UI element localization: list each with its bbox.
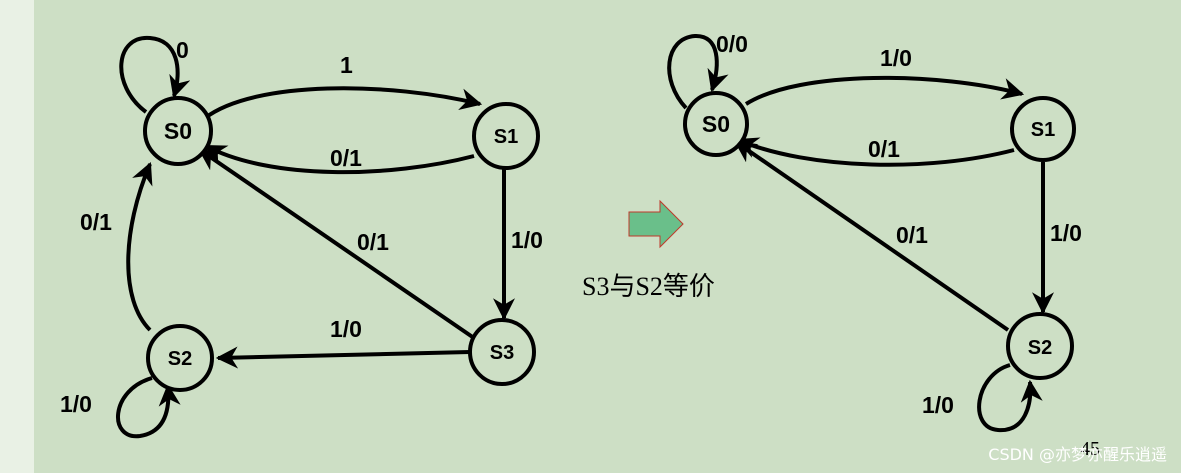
left-state-s1 [472,102,540,170]
right-label-s1-to-s2: 1/0 [1050,220,1082,246]
transform-arrow-icon [628,199,684,249]
left-state-s3-label: S3 [490,342,514,364]
left-edge-s2-self [116,376,181,439]
right-state-s2-label: S2 [1028,337,1052,359]
left-state-s2-label: S2 [168,348,192,370]
left-edge-s3-to-s0 [198,148,476,340]
watermark: CSDN @亦梦亦醒乐逍遥 [988,445,1167,464]
page-number: 45 [1080,438,1100,460]
left-label-s1-to-s0: 0/1 [330,145,362,171]
right-state-diagram [667,33,1076,433]
left-state-s1-label: S1 [494,126,518,148]
left-state-s0-label: S0 [164,118,192,144]
left-label-s0-to-s1: 1 [340,52,353,78]
left-edge-s1-to-s0 [204,144,475,175]
right-state-s0-label: S0 [702,111,730,137]
right-edge-s1-to-s0 [735,137,1015,167]
right-label-s0-to-s1: 1/0 [880,45,912,71]
left-edge-labels: 0 1 0/1 1/0 0/1 1/0 0/1 1/0 [60,37,543,417]
right-edge-s0-self [667,33,729,110]
left-state-s2 [146,324,214,392]
left-state-labels: S0 S1 S2 S3 [164,118,518,370]
left-label-s3-to-s2: 1/0 [330,316,362,342]
right-edge-s0-to-s1 [744,75,1025,106]
right-state-s1-label: S1 [1031,119,1055,141]
right-state-labels: S0 S1 S2 [702,111,1055,359]
left-state-s3 [468,318,536,386]
right-label-s2-self: 1/0 [922,392,954,418]
left-state-s0 [143,96,213,166]
slide-left-margin [0,0,34,473]
left-edge-s0-to-s1 [203,86,483,120]
right-edge-s2-self [977,363,1043,433]
left-label-s0-self: 0 [176,37,189,63]
equivalence-note: S3与S2等价 [582,272,715,301]
right-label-s0-self: 0/0 [716,31,748,57]
right-edge-labels: 0/0 1/0 0/1 1/0 0/1 1/0 [716,31,1082,418]
right-label-s1-to-s0: 0/1 [868,136,900,162]
left-edge-s3-to-s2 [215,346,471,369]
right-label-s2-to-s0: 0/1 [896,222,928,248]
right-state-s1 [1010,96,1076,162]
right-edge-s2-to-s0 [734,140,1010,332]
right-state-s2 [1006,312,1074,380]
right-state-s0 [683,91,749,157]
left-label-s2-to-s0: 0/1 [80,209,112,235]
left-edge-s2-to-s0 [126,161,153,332]
left-edge-s0-self [119,35,191,114]
left-label-s2-self: 1/0 [60,391,92,417]
left-label-s1-to-s3: 1/0 [511,227,543,253]
left-state-diagram [116,35,540,439]
left-label-s3-to-s0: 0/1 [357,229,389,255]
